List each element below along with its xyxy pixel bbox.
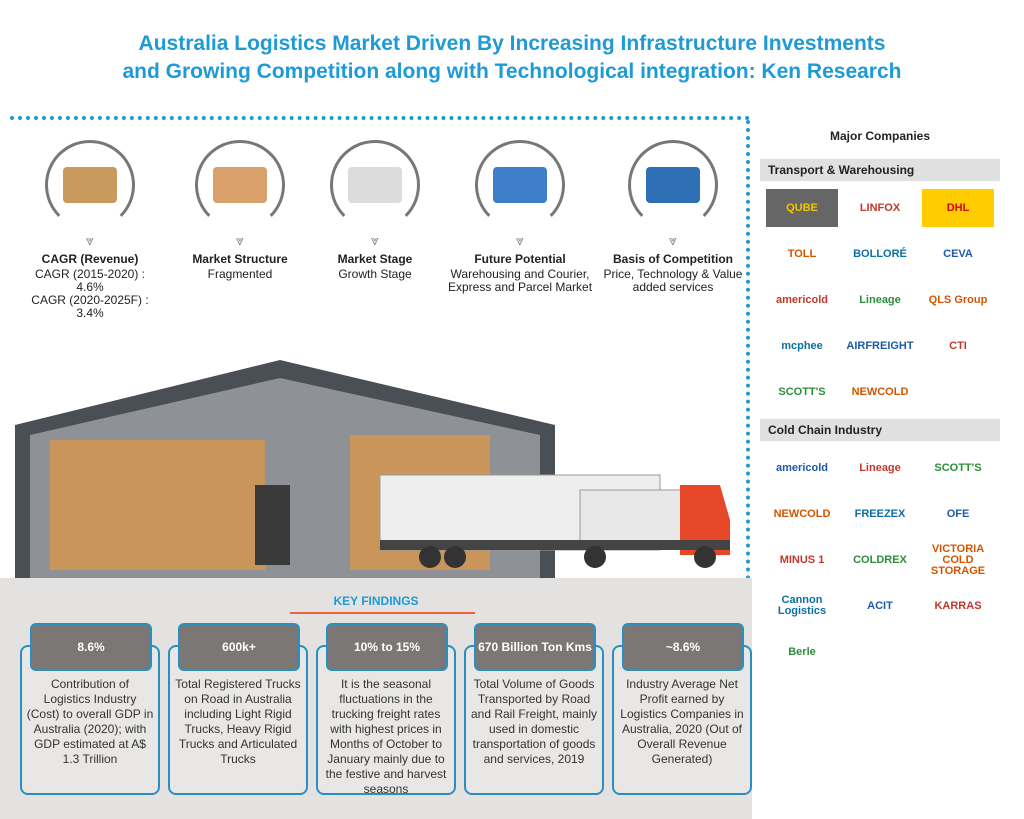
transport-logos: QUBE LINFOX DHL TOLL BOLLORÉ CEVA americold Lin… bbox=[760, 181, 1000, 419]
feature-heading: Market Structure bbox=[192, 252, 288, 266]
feature-text: 3.4% bbox=[76, 306, 104, 320]
finding-value: 10% to 15% bbox=[326, 623, 448, 671]
divider bbox=[10, 116, 750, 120]
company-logo: CTI bbox=[949, 339, 967, 352]
title-line-2: and Growing Competition along with Techn… bbox=[122, 60, 902, 83]
company-logo: OFE bbox=[946, 507, 970, 520]
companies-panel: Major Companies Transport & Warehousing … bbox=[760, 120, 1000, 679]
truck-icon bbox=[628, 140, 718, 230]
chevron-down-icon: ⩔ bbox=[236, 232, 244, 248]
company-logo: americold bbox=[776, 461, 828, 474]
page-title: Australia Logistics Market Driven By Inc… bbox=[0, 30, 1024, 86]
chevron-down-icon: ⩔ bbox=[669, 232, 677, 248]
feature-text: Fragmented bbox=[207, 267, 273, 281]
key-findings-title: KEY FINDINGS bbox=[333, 594, 419, 608]
company-logo: MINUS 1 bbox=[779, 553, 825, 566]
company-logo: QLS Group bbox=[928, 293, 988, 306]
feature-market-stage: ⩔ Market Stage Growth Stage bbox=[300, 140, 450, 281]
chevron-down-icon: ⩔ bbox=[371, 232, 379, 248]
feature-text: Warehousing and Courier, Express and Par… bbox=[447, 267, 593, 294]
finding-text: Contribution of Logistics Industry (Cost… bbox=[26, 677, 154, 766]
feature-heading: Market Stage bbox=[337, 252, 413, 266]
section-cold-chain: Cold Chain Industry bbox=[760, 419, 1000, 441]
company-logo: Berle bbox=[788, 645, 816, 658]
finding-card: 8.6% Contribution of Logistics Industry (… bbox=[20, 623, 160, 795]
van-icon bbox=[330, 140, 420, 230]
finding-card: 600k+ Total Registered Trucks on Road in … bbox=[168, 623, 308, 795]
finding-text: It is the seasonal fluctuations in the t… bbox=[325, 677, 447, 796]
section-transport: Transport & Warehousing bbox=[760, 159, 1000, 181]
companies-title: Major Companies bbox=[829, 129, 931, 143]
company-logo: KARRAS bbox=[934, 599, 982, 612]
title-line-1: Australia Logistics Market Driven By Inc… bbox=[138, 32, 886, 55]
feature-text: Growth Stage bbox=[338, 267, 412, 281]
finding-value: 600k+ bbox=[178, 623, 300, 671]
finding-card: 10% to 15% It is the seasonal fluctuation… bbox=[316, 623, 456, 796]
feature-heading: CAGR (Revenue) bbox=[41, 252, 139, 266]
feature-market-structure: ⩔ Market Structure Fragmented bbox=[165, 140, 315, 281]
company-logo: LINFOX bbox=[859, 201, 901, 214]
finding-card: ~8.6% Industry Average Net Profit earned … bbox=[612, 623, 752, 795]
company-logo: americold bbox=[776, 293, 828, 306]
feature-text: CAGR (2020-2025F) : bbox=[31, 293, 149, 307]
company-logo: QUBE bbox=[766, 189, 838, 227]
finding-text: Total Registered Trucks on Road in Austr… bbox=[175, 677, 301, 766]
feature-heading: Basis of Competition bbox=[612, 252, 733, 266]
finding-value: 8.6% bbox=[30, 623, 152, 671]
company-logo: NEWCOLD bbox=[851, 385, 909, 398]
warehouse-icon bbox=[195, 140, 285, 230]
finding-text: Total Volume of Goods Transported by Roa… bbox=[470, 677, 598, 766]
company-logo: CEVA bbox=[943, 247, 973, 260]
forklift-icon bbox=[475, 140, 565, 230]
company-logo: TOLL bbox=[787, 247, 817, 260]
company-logo: BOLLORÉ bbox=[853, 247, 907, 260]
chevron-down-icon: ⩔ bbox=[516, 232, 524, 248]
feature-basis-competition: ⩔ Basis of Competition Price, Technology… bbox=[598, 140, 748, 294]
feature-future-potential: ⩔ Future Potential Warehousing and Couri… bbox=[445, 140, 595, 294]
feature-text: CAGR (2015-2020) : bbox=[34, 267, 146, 281]
cold-chain-logos: americold Lineage SCOTT'S NEWCOLD FREEZEX OFE… bbox=[760, 441, 1000, 679]
divider bbox=[290, 612, 475, 614]
company-logo: FREEZEX bbox=[854, 507, 906, 520]
finding-value: 670 Billion Ton Kms bbox=[474, 623, 596, 671]
company-logo: ACIT bbox=[867, 599, 893, 612]
company-logo: AIRFREIGHT bbox=[846, 339, 914, 352]
warehouse-illustration bbox=[15, 360, 730, 578]
company-logo: Lineage bbox=[859, 293, 901, 306]
divider-vertical bbox=[746, 120, 750, 580]
chevron-down-icon: ⩔ bbox=[86, 232, 94, 248]
company-logo: SCOTT'S bbox=[778, 385, 826, 398]
finding-text: Industry Average Net Profit earned by Lo… bbox=[620, 677, 744, 766]
company-logo: SCOTT'S bbox=[934, 461, 982, 474]
feature-text: 4.6% bbox=[76, 280, 104, 294]
company-logo: Cannon Logistics bbox=[777, 594, 827, 617]
feature-cagr: ⩔ CAGR (Revenue) CAGR (2015-2020) : 4.6%… bbox=[15, 140, 165, 320]
company-logo: VICTORIA COLD STORAGE bbox=[930, 542, 986, 577]
company-logo: NEWCOLD bbox=[773, 507, 831, 520]
company-logo: DHL bbox=[922, 189, 994, 227]
feature-text: Price, Technology & Value added services bbox=[603, 267, 743, 294]
truck-loading-icon bbox=[45, 140, 135, 230]
feature-heading: Future Potential bbox=[474, 252, 566, 266]
company-logo: Lineage bbox=[859, 461, 901, 474]
finding-value: ~8.6% bbox=[622, 623, 744, 671]
company-logo: mcphee bbox=[781, 339, 823, 352]
company-logo: COLDREX bbox=[853, 553, 907, 566]
